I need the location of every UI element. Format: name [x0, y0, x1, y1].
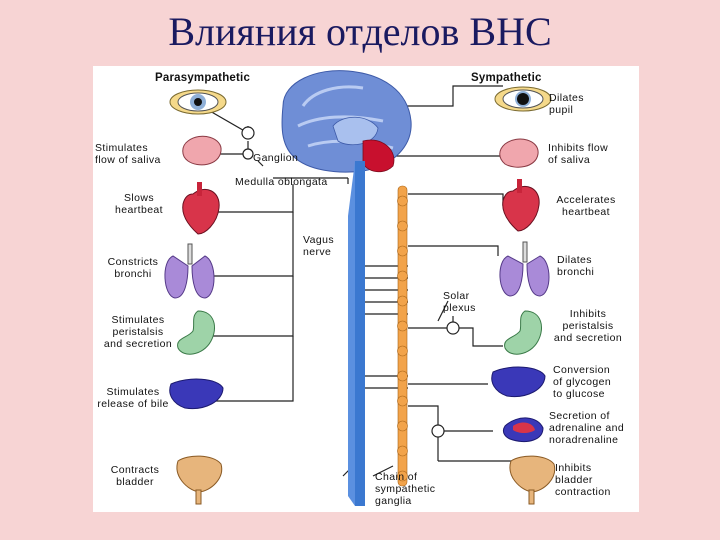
symp-bladder-icon [509, 455, 556, 505]
ganglion-eye [241, 126, 255, 140]
para-effect-liver: Stimulates release of bile [97, 386, 169, 410]
diagram-artwork [164, 70, 556, 506]
symp-effect-liver: Conversion of glycogen to glucose [553, 364, 612, 400]
ganglion-label: Ganglion [253, 152, 299, 164]
sympathetic-chain [397, 185, 408, 487]
para-effect-stomach: Stimulates peristalsis and secretion [103, 314, 173, 350]
symp-line-stomach [408, 316, 454, 329]
ganglion-adrenal [431, 424, 445, 438]
slide-title: Влияния отделов ВНС [168, 9, 552, 54]
symp-salivary-gland-icon [499, 138, 539, 168]
symp-line-eye [393, 85, 503, 107]
sympathetic-header: Sympathetic [471, 72, 542, 84]
brain [281, 70, 412, 173]
para-effect-lungs: Constricts bronchi [107, 256, 159, 280]
para-salivary-gland-icon [182, 135, 222, 166]
symp-line-heart [408, 193, 504, 206]
para-lungs-icon [164, 243, 215, 299]
spinal-cord [355, 161, 365, 506]
symp-line-adrenal [408, 405, 493, 432]
para-stomach-icon [177, 310, 215, 355]
symp-line-lungs [408, 245, 499, 256]
cerebellum [362, 139, 395, 173]
symp-liver-icon [491, 366, 546, 398]
chain-pointer [372, 465, 394, 477]
symp-effect-eye: Dilates pupil [549, 92, 584, 116]
symp-heart-icon [502, 179, 540, 232]
symp-stomach-icon [504, 310, 542, 355]
ganglion-saliva [242, 148, 254, 160]
para-effect-saliva: Stimulates flow of saliva [95, 142, 161, 166]
solar-plexus-label: Solar plexus [443, 290, 476, 314]
symp-effect-bladder: Inhibits bladder contraction [555, 462, 611, 498]
sympathetic-chain-label: Chain of sympathetic ganglia [375, 471, 436, 507]
symp-effect-lungs: Dilates bronchi [557, 254, 595, 278]
para-eye-icon [169, 89, 227, 115]
para-effect-heart: Slows heartbeat [115, 192, 163, 216]
para-line-liver [203, 336, 294, 402]
parasympathetic-header: Parasympathetic [155, 72, 251, 84]
para-heart-icon [182, 182, 220, 235]
symp-lungs-icon [499, 241, 550, 297]
symp-effect-saliva: Inhibits flow of saliva [548, 142, 609, 166]
solar-pointer [437, 300, 449, 322]
medulla-label: Medulla oblongata [235, 176, 328, 188]
solar-plexus-ganglion [446, 321, 460, 335]
nervous-system-diagram: Parasympathetic Sympathetic Ganglion Med… [93, 66, 639, 512]
symp-effect-stomach: Inhibits peristalsis and secretion [553, 308, 623, 344]
para-bladder-icon [176, 455, 223, 505]
para-effect-bladder: Contracts bladder [110, 464, 160, 488]
symp-adrenal-kidney-icon [502, 417, 544, 442]
para-liver-icon [169, 378, 224, 410]
symp-effect-heart: Accelerates heartbeat [556, 194, 616, 218]
para-line-stomach [208, 276, 294, 337]
symp-eye-icon [494, 86, 552, 112]
vagus-nerve-label: Vagus nerve [303, 234, 334, 258]
symp-effect-adrenal: Secretion of adrenaline and noradrenalin… [549, 410, 625, 446]
